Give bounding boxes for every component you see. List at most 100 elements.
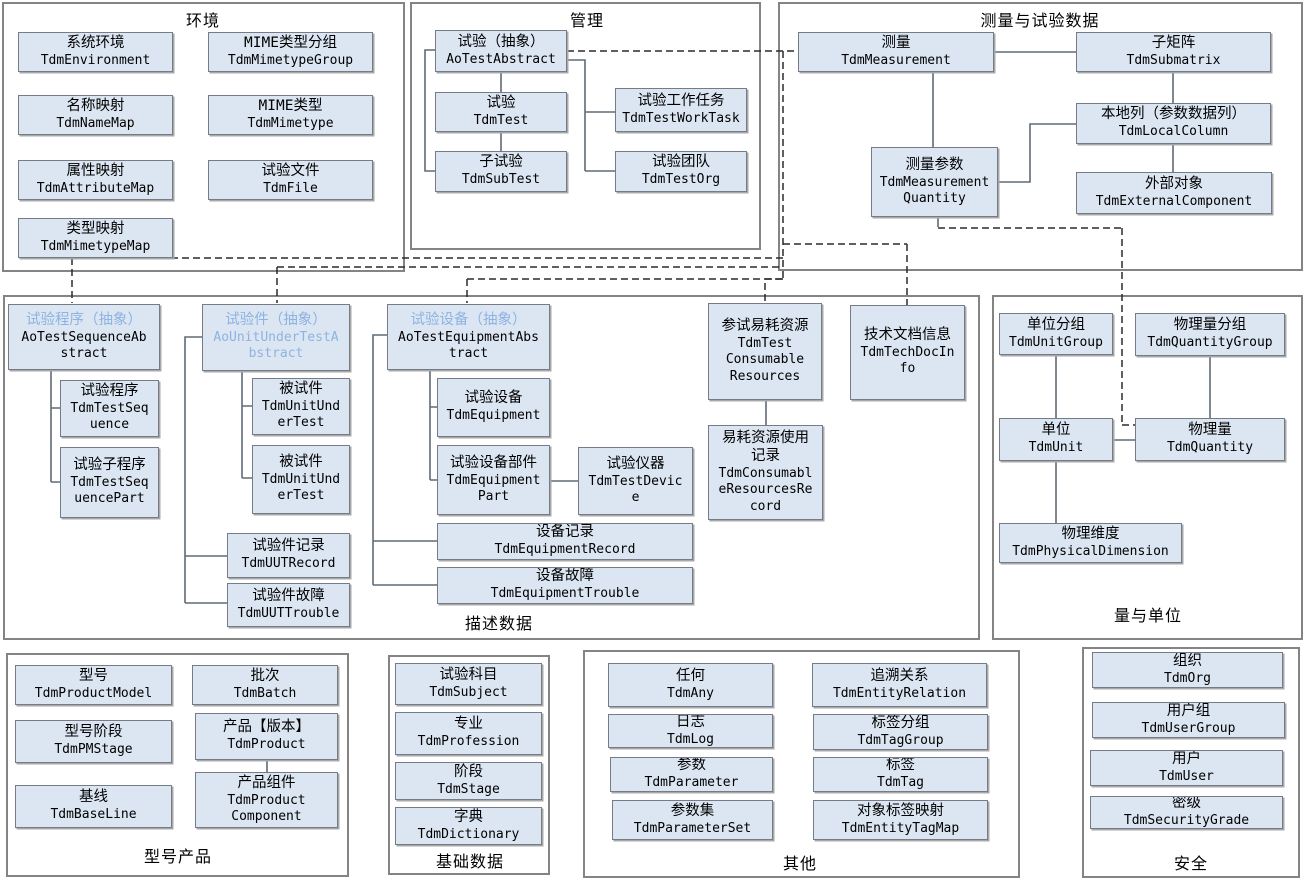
entity-label-cn: 物理量分组 xyxy=(1173,317,1247,334)
entity-label-cn: 单位 xyxy=(1041,422,1071,439)
section-security xyxy=(1082,647,1300,878)
entity-label-cn: 用户 xyxy=(1172,750,1201,767)
entity-label-en: TdmTechDocIn fo xyxy=(860,345,955,377)
entity-label-en: TdmParameter xyxy=(644,775,739,791)
entity-tdm-tag: 标签 TdmTag xyxy=(813,757,988,792)
entity-tdm-mimetype-group: MIME类型分组 TdmMimetypeGroup xyxy=(208,32,373,72)
entity-tdm-log: 日志 TdmLog xyxy=(608,714,773,748)
entity-tdm-batch: 批次 TdmBatch xyxy=(192,665,338,705)
entity-tdm-pm-stage: 型号阶段 TdmPMStage xyxy=(15,720,172,763)
entity-tdm-org: 组织 TdmOrg xyxy=(1092,652,1283,688)
entity-label-en: TdmEntityRelation xyxy=(832,685,967,701)
entity-label-cn: 组织 xyxy=(1173,652,1202,669)
entity-label-cn: 标签 xyxy=(886,757,915,774)
entity-label-en: TdmPhysicalDimension xyxy=(1012,543,1169,559)
entity-label-cn: 物理量 xyxy=(1188,422,1232,439)
entity-label-en: TdmUnitGroup xyxy=(1009,334,1103,350)
section-label-management: 管理 xyxy=(569,11,605,30)
entity-tdm-equipment-trouble: 设备故障 TdmEquipmentTrouble xyxy=(437,567,693,604)
entity-tdm-mimetype: MIME类型 TdmMimetype xyxy=(208,95,373,135)
entity-tdm-submatrix: 子矩阵 TdmSubmatrix xyxy=(1076,32,1271,72)
entity-label-cn: 物理维度 xyxy=(1061,525,1120,542)
entity-label-cn: 设备记录 xyxy=(536,524,594,541)
entity-label-cn: 阶段 xyxy=(454,763,483,780)
entity-label-cn: 型号阶段 xyxy=(64,724,123,741)
entity-label-cn: 批次 xyxy=(250,667,280,684)
entity-ao-unit-under-test-abstract: 试验件（抽象） AoUnitUnderTestA bstract xyxy=(202,304,350,371)
entity-tdm-subject: 试验科目 TdmSubject xyxy=(395,663,542,705)
entity-label-en: AoTestAbstract xyxy=(446,51,556,67)
dashed-dependency-lines xyxy=(71,50,1135,426)
entity-label-cn: 产品组件 xyxy=(237,774,296,791)
entity-tdm-physical-dimension: 物理维度 TdmPhysicalDimension xyxy=(999,523,1182,563)
section-label-quantities-units: 量与单位 xyxy=(1113,606,1183,625)
section-model-product xyxy=(6,653,349,877)
entity-label-en: TdmUUTRecord xyxy=(241,556,336,572)
entity-tdm-measurement-quantity: 测量参数 TdmMeasurement Quantity xyxy=(871,147,998,217)
entity-label-en: TdmTestDevic e xyxy=(588,473,683,505)
entity-tdm-unit-under-test-1: 被试件 TdmUnitUnd erTest xyxy=(252,378,350,435)
section-management xyxy=(410,2,761,250)
entity-label-en: TdmEquipmentTrouble xyxy=(490,586,640,602)
entity-label-cn: 字典 xyxy=(454,808,483,825)
entity-tdm-any: 任何 TdmAny xyxy=(608,663,773,707)
entity-label-cn: MIME类型 xyxy=(258,97,323,114)
entity-label-cn: 参数 xyxy=(677,757,706,774)
entity-tdm-product: 产品【版本】 TdmProduct xyxy=(195,713,338,760)
entity-label-cn: 外部对象 xyxy=(1145,175,1203,192)
entity-tdm-name-map: 名称映射 TdmNameMap xyxy=(18,95,173,135)
entity-tdm-attribute-map: 属性映射 TdmAttributeMap xyxy=(18,160,173,200)
entity-tdm-measurement: 测量 TdmMeasurement xyxy=(798,32,994,72)
entity-tdm-local-column: 本地列（参数数据列） TdmLocalColumn xyxy=(1076,103,1271,144)
entity-label-en: TdmTestOrg xyxy=(641,172,721,188)
entity-label-en: TdmSubmatrix xyxy=(1126,52,1221,68)
entity-label-cn: 试验设备部件 xyxy=(450,454,537,471)
entity-label-cn: 试验设备（抽象） xyxy=(410,311,527,328)
entity-label-en: TdmUnit xyxy=(1028,440,1084,456)
solid-association-lines xyxy=(50,49,1211,772)
entity-label-cn: 试验（抽象） xyxy=(457,33,545,50)
entity-label-cn: 试验子程序 xyxy=(73,457,146,474)
entity-label-cn: 参数集 xyxy=(670,802,715,819)
entity-tdm-test-sequence-part: 试验子程序 TdmTestSeq uencePart xyxy=(60,447,159,518)
entity-label-en: TdmLog xyxy=(667,731,714,747)
entity-label-cn: 名称映射 xyxy=(66,97,125,114)
entity-label-en: TdmBatch xyxy=(233,685,297,701)
entity-label-en: TdmTestSeq uence xyxy=(70,401,149,433)
entity-tdm-uut-trouble: 试验件故障 TdmUUTTrouble xyxy=(227,583,350,627)
entity-label-en: TdmEquipment xyxy=(446,408,541,424)
entity-label-cn: 子试验 xyxy=(479,154,523,171)
entity-tdm-unit: 单位 TdmUnit xyxy=(999,418,1113,461)
entity-label-en: TdmLocalColumn xyxy=(1118,124,1229,140)
entity-label-cn: 标签分组 xyxy=(871,714,930,731)
entity-label-en: TdmTag xyxy=(877,775,924,791)
section-label-model-product: 型号产品 xyxy=(143,847,213,866)
entity-tdm-base-line: 基线 TdmBaseLine xyxy=(15,785,172,828)
section-label-description-data: 描述数据 xyxy=(464,614,534,633)
section-basic-data xyxy=(388,655,550,875)
entity-label-cn: 任何 xyxy=(676,667,705,684)
entity-label-cn: 产品【版本】 xyxy=(223,719,310,736)
entity-label-cn: 参试易耗资源 xyxy=(721,318,809,335)
entity-tdm-consumable-resources-record: 易耗资源使用 记录 TdmConsumabl eResourcesRe cord xyxy=(708,425,823,520)
entity-label-en: TdmAny xyxy=(667,685,714,701)
entity-tdm-equipment-part: 试验设备部件 TdmEquipment Part xyxy=(437,445,550,515)
section-label-basic-data: 基础数据 xyxy=(435,852,505,871)
entity-label-en: TdmMeasurement Quantity xyxy=(879,174,990,206)
entity-label-cn: 试验文件 xyxy=(261,162,320,179)
entity-label-en: TdmTagGroup xyxy=(857,732,944,748)
entity-label-cn: 易耗资源使用 记录 xyxy=(722,430,809,465)
entity-label-en: TdmProduct xyxy=(227,737,306,753)
entity-label-cn: 测量参数 xyxy=(905,156,964,173)
entity-label-en: TdmTestWorkTask xyxy=(622,110,740,126)
entity-label-cn: 型号 xyxy=(79,667,108,684)
entity-label-cn: 密级 xyxy=(1172,796,1201,812)
entity-label-cn: 被试件 xyxy=(279,454,323,471)
entity-label-cn: 设备故障 xyxy=(536,568,594,585)
entity-label-en: TdmProduct Component xyxy=(227,792,306,824)
entity-label-cn: 追溯关系 xyxy=(870,667,929,684)
entity-ao-test-abstract: 试验（抽象） AoTestAbstract xyxy=(435,30,567,72)
entity-tdm-sub-test: 子试验 TdmSubTest xyxy=(435,151,567,192)
entity-tdm-equipment-record: 设备记录 TdmEquipmentRecord xyxy=(437,523,693,560)
